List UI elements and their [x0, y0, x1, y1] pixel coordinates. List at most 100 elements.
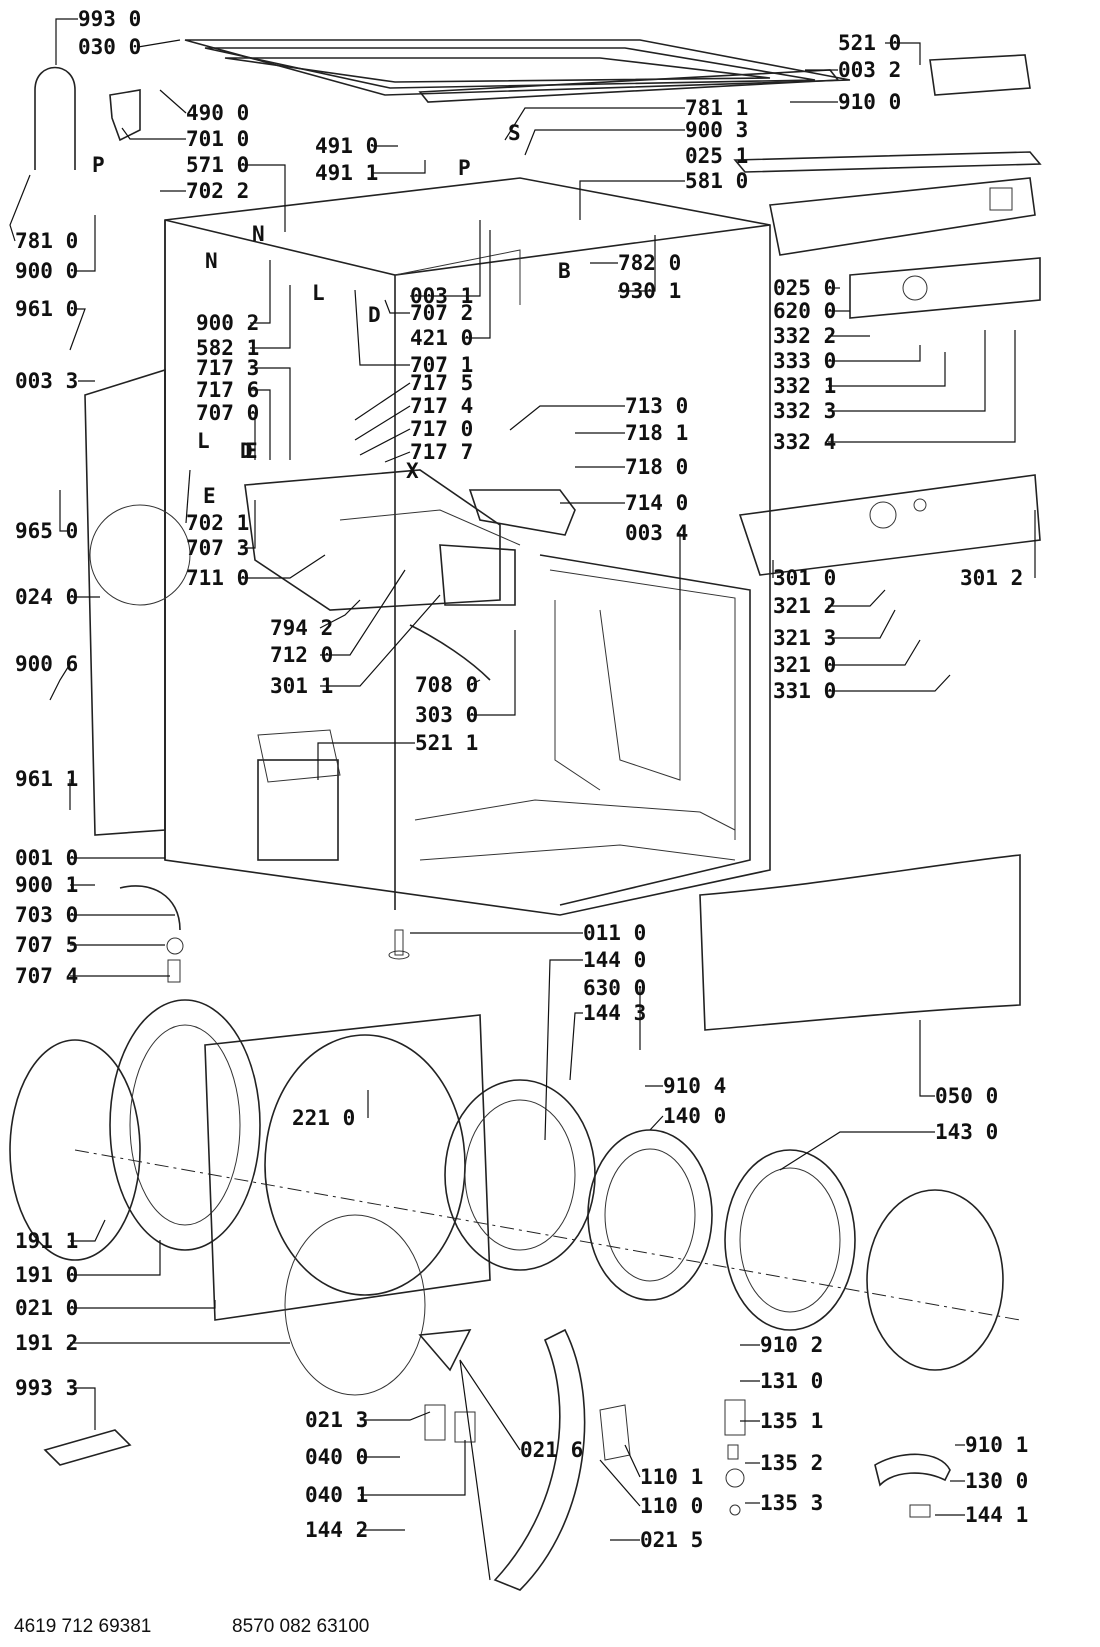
callout-025-1: 025 1 [685, 144, 748, 168]
callout-050-0: 050 0 [935, 1084, 998, 1108]
leader-717-0 [359, 428, 411, 456]
door-outer-ring [724, 1149, 856, 1331]
callout-794-2: 794 2 [270, 616, 333, 640]
leader-781-0 [9, 174, 31, 242]
connector-letter-e1: E [245, 439, 258, 463]
callout-321-2: 321 2 [773, 594, 836, 618]
callout-717-4: 717 4 [410, 394, 473, 418]
callout-961-0: 961 0 [15, 297, 78, 321]
callout-707-2: 707 2 [410, 301, 473, 325]
callout-332-2: 332 2 [773, 324, 836, 348]
leader-702-1 [185, 469, 191, 524]
tub-front [9, 1039, 141, 1261]
leader-965-0 [59, 490, 70, 532]
connector-letter-d2: D [240, 439, 253, 463]
callout-144-3: 144 3 [583, 1001, 646, 1025]
leader-030-0 [137, 39, 181, 48]
callout-717-7: 717 7 [410, 440, 473, 464]
callout-630-0: 630 0 [583, 976, 646, 1000]
callout-143-0: 143 0 [935, 1120, 998, 1144]
leader-582-1 [250, 285, 291, 349]
leader-581-0 [579, 180, 685, 220]
leader-003-1 [410, 220, 481, 297]
rear-panel [84, 368, 191, 836]
leader-490-0 [159, 89, 187, 114]
callout-900-0: 900 0 [15, 259, 78, 283]
callout-025-0: 025 0 [773, 276, 836, 300]
leader-707-0 [250, 412, 256, 460]
dispenser-drawer [468, 489, 576, 536]
leader-303-0 [470, 630, 516, 716]
callout-301-1: 301 1 [270, 674, 333, 698]
electronic-board [849, 257, 1041, 319]
callout-030-0: 030 0 [78, 35, 141, 59]
callout-713-0: 713 0 [625, 394, 688, 418]
foot-bolt [388, 929, 410, 960]
leader-021-3 [360, 1411, 431, 1421]
callout-781-0: 781 0 [15, 229, 78, 253]
callout-191-0: 191 0 [15, 1263, 78, 1287]
callout-490-0: 490 0 [186, 101, 249, 125]
leader-713-0 [509, 405, 625, 431]
leader-301-1 [320, 594, 441, 687]
inlet-hose [409, 624, 491, 681]
leader-191-0 [70, 1240, 161, 1276]
callout-321-3: 321 3 [773, 626, 836, 650]
callout-131-0: 131 0 [760, 1369, 823, 1393]
connector-letter-n2: N [205, 249, 218, 273]
leader-717-5 [354, 382, 411, 421]
callout-021-5: 021 5 [640, 1528, 703, 1552]
connector-letter-e2: E [203, 484, 216, 508]
callout-144-0: 144 0 [583, 948, 646, 972]
footer-right-code: 8570 082 63100 [232, 1616, 369, 1637]
leader-900-6 [49, 663, 71, 701]
callout-717-0: 717 0 [410, 417, 473, 441]
callout-491-0: 491 0 [315, 134, 378, 158]
callout-900-6: 900 6 [15, 652, 78, 676]
callout-421-0: 421 0 [410, 326, 473, 350]
leader-900-0 [75, 215, 96, 272]
connector-letter-b1: B [558, 259, 571, 283]
leader-900-2 [250, 260, 271, 324]
callout-717-3: 717 3 [196, 356, 259, 380]
front-decorative-panel [699, 854, 1021, 1031]
callout-144-2: 144 2 [305, 1518, 368, 1542]
callout-332-4: 332 4 [773, 430, 836, 454]
callout-144-1: 144 1 [965, 1503, 1028, 1527]
leader-144-3 [569, 1012, 583, 1081]
callout-040-1: 040 1 [305, 1483, 368, 1507]
leader-491-1 [372, 160, 426, 174]
footer: 4619 712 69381 8570 082 63100 [14, 1616, 369, 1637]
callout-021-3: 021 3 [305, 1408, 368, 1432]
dispenser-housing [244, 469, 521, 611]
callout-717-5: 717 5 [410, 371, 473, 395]
callout-003-2: 003 2 [838, 58, 901, 82]
callout-301-2: 301 2 [960, 566, 1023, 590]
leader-961-0 [69, 308, 86, 351]
callout-191-2: 191 2 [15, 1331, 78, 1355]
callout-707-5: 707 5 [15, 933, 78, 957]
callout-702-2: 702 2 [186, 179, 249, 203]
callout-332-1: 332 1 [773, 374, 836, 398]
leader-143-0 [779, 1131, 935, 1171]
callout-965-0: 965 0 [15, 519, 78, 543]
connector-letter-x1: X [406, 459, 419, 483]
callout-993-3: 993 3 [15, 1376, 78, 1400]
callout-331-0: 331 0 [773, 679, 836, 703]
leader-331-0 [828, 674, 951, 692]
callout-521-0: 521 0 [838, 31, 901, 55]
console-bracket [769, 177, 1036, 256]
callout-582-1: 582 1 [196, 336, 259, 360]
top-right-module [929, 54, 1031, 96]
connector-letter-p2: P [458, 156, 471, 180]
leader-332-1 [828, 352, 946, 387]
leader-794-2 [319, 599, 361, 629]
callout-332-3: 332 3 [773, 399, 836, 423]
leader-717-7 [384, 451, 411, 463]
leader-781-1 [504, 107, 685, 141]
connector-letter-p1: P [92, 153, 105, 177]
callout-707-0: 707 0 [196, 401, 259, 425]
callout-024-0: 024 0 [15, 585, 78, 609]
